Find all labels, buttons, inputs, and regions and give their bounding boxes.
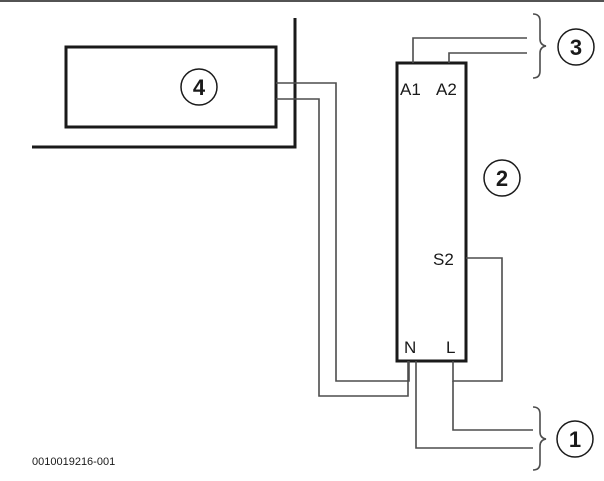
terminal-a1-label: A1	[400, 80, 421, 99]
brace-control-group	[532, 13, 547, 79]
relay-module	[395, 61, 468, 363]
callout-1-circle	[556, 420, 594, 458]
wire-s2-to-l	[452, 257, 503, 382]
callout-4-label: 4	[193, 75, 206, 100]
reference-code: 0010019216-001	[32, 456, 115, 468]
callout-2-label: 2	[496, 166, 508, 191]
wire-appliance-to-n-inner	[276, 98, 409, 397]
terminal-s2-label: S2	[433, 250, 454, 269]
callout-3-circle	[557, 28, 595, 66]
terminal-a2-label: A2	[436, 80, 457, 99]
wire-appliance-to-n-outer	[276, 82, 410, 382]
mounting-bracket	[32, 18, 297, 149]
callout-1-label: 1	[569, 427, 581, 452]
brace-supply-group	[532, 406, 547, 471]
terminal-l-label: L	[446, 338, 455, 357]
callout-4-circle	[180, 68, 218, 106]
wire-a2-to-control	[448, 52, 527, 63]
callout-3-label: 3	[570, 35, 582, 60]
terminal-n-label: N	[404, 338, 416, 357]
callout-2-circle	[483, 159, 521, 197]
wire-n-to-supply	[415, 361, 533, 449]
appliance-box	[64, 45, 278, 129]
wire-l-to-supply	[452, 381, 533, 431]
wire-a1-to-control	[412, 37, 527, 63]
